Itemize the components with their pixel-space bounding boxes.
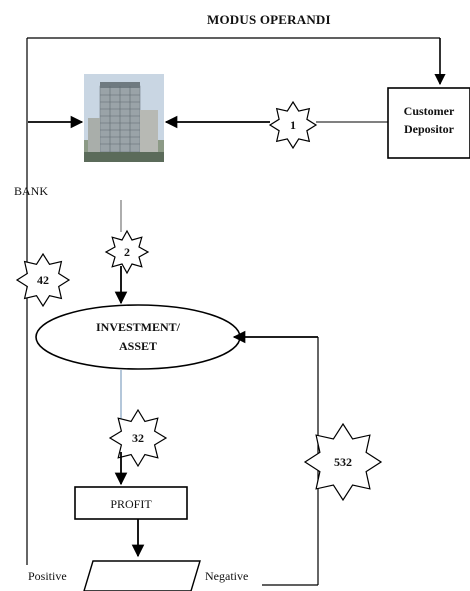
investment-asset-line2: ASSET [119,339,157,353]
step-1-star: 1 [270,102,316,148]
bank-building-photo [84,74,164,162]
negative-return-loop [234,337,318,585]
diagram-title: MODUS OPERANDI [207,12,331,27]
step-1-label: 1 [290,118,296,132]
customer-depositor-line2: Depositor [404,122,455,136]
step-2-star: 2 [106,231,148,273]
customer-depositor-line1: Customer [404,104,455,118]
positive-label: Positive [28,569,67,583]
step-532-star: 532 [305,424,381,500]
negative-label: Negative [205,569,248,583]
bank-label: BANK [14,184,48,198]
step-42-star: 42 [17,254,69,306]
step-2-label: 2 [124,245,130,259]
step-42-label: 42 [37,273,49,287]
investment-asset-ellipse [36,305,240,369]
step-32-label: 32 [132,431,144,445]
step-532-label: 532 [334,455,352,469]
profit-label: PROFIT [110,497,152,511]
outcome-parallelogram [84,561,200,591]
step-32-star: 32 [110,410,166,466]
investment-asset-line1: INVESTMENT/ [96,320,181,334]
